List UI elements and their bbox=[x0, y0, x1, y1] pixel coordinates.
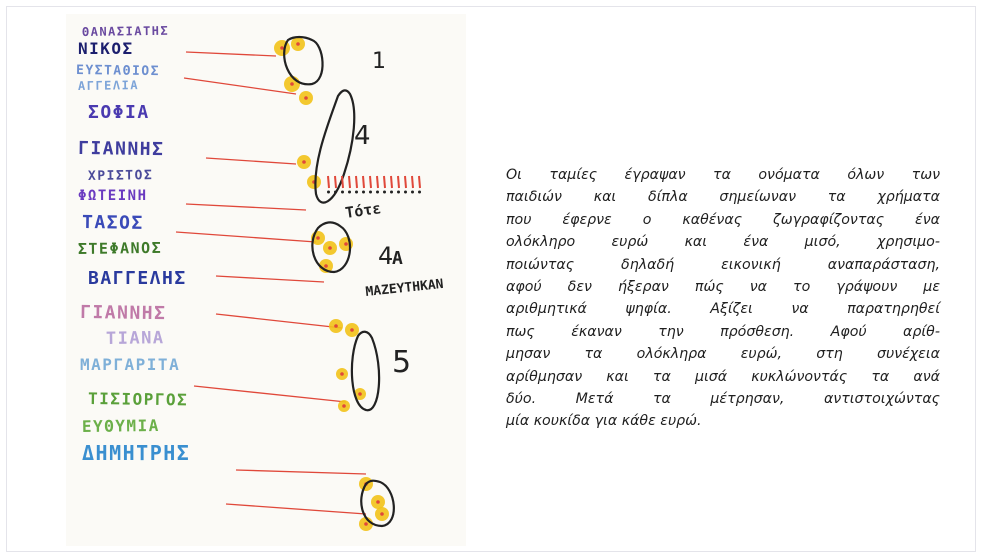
tally-stroke bbox=[362, 175, 365, 189]
tally-stroke bbox=[355, 175, 358, 189]
caption-line: πως έκαναν την πρόσθεση. Αφού αρίθ- bbox=[506, 323, 940, 340]
handwritten-note: Α bbox=[392, 248, 403, 269]
tally-stroke bbox=[404, 175, 407, 189]
child-name: ΣΤΕΦΑΝΟΣ bbox=[78, 239, 162, 258]
caption-line: που έφερνε ο καθένας ζωγραφίζοντας ένα bbox=[506, 211, 940, 228]
counting-loop bbox=[360, 479, 395, 528]
tally-stroke bbox=[376, 175, 379, 189]
connector-line bbox=[215, 275, 325, 283]
tally-stroke bbox=[369, 175, 372, 189]
child-name: ΑΓΓΕΛΙΑ bbox=[78, 78, 139, 93]
tally-stroke bbox=[348, 175, 351, 189]
page-frame bbox=[6, 6, 976, 552]
caption-line: ολόκληρο ευρώ και ένα μισό, χρησιμο- bbox=[506, 234, 940, 251]
caption-line: παιδιών και δίπλα σημείωναν τα χρήματα bbox=[506, 189, 940, 206]
connector-line bbox=[185, 203, 307, 211]
tally-stroke bbox=[334, 175, 337, 189]
caption-line: αριθμητικά ψηφία. Αξίζει να παρατηρηθεί bbox=[506, 301, 940, 318]
child-name: ΓΙΑΝΝΗΣ bbox=[78, 138, 165, 160]
tally-stroke bbox=[341, 175, 344, 189]
handwritten-number: 5 bbox=[392, 345, 411, 380]
caption-line: μησαν τα ολόκληρα ευρώ, στη συνέχεια bbox=[506, 346, 940, 363]
tally-stroke bbox=[411, 175, 414, 189]
connector-line bbox=[225, 503, 367, 515]
child-name: ΤΙΑΝΑ bbox=[106, 328, 165, 349]
caption-line: αρίθμησαν και τα μισά κυκλώνοντάς τα ανά bbox=[506, 368, 940, 385]
connector-line bbox=[175, 231, 317, 243]
counting-loop bbox=[311, 221, 352, 274]
caption-line: αφού δεν ήξεραν πώς να το γράψουν με bbox=[506, 279, 940, 296]
caption-text: Οι ταμίες έγραψαν τα ονόματα όλων των πα… bbox=[506, 164, 940, 433]
connector-line bbox=[185, 51, 277, 57]
child-name: ΦΩΤΕΙΝΗ bbox=[78, 188, 148, 204]
caption-line: ποιώντας δηλαδή εικονική αναπαράσταση, bbox=[506, 256, 940, 273]
caption-line: μία κουκίδα για κάθε ευρώ. bbox=[506, 413, 702, 430]
counting-loop bbox=[314, 89, 356, 204]
child-name: ΤΙΣΙΟΡΓΟΣ bbox=[88, 389, 188, 409]
handwritten-number: 4 bbox=[378, 242, 393, 270]
child-name: ΣΟΦΙΑ bbox=[88, 102, 150, 123]
child-name: ΘΑΝΑΣΙΑΤΗΣ bbox=[82, 24, 169, 39]
child-name: ΤΑΣΟΣ bbox=[82, 212, 144, 234]
tally-stroke bbox=[327, 175, 330, 189]
child-name: ΜΑΡΓΑΡΙΤΑ bbox=[80, 355, 180, 374]
handwritten-number: 1 bbox=[372, 49, 386, 74]
tally-stroke bbox=[418, 175, 421, 189]
handwritten-number: 4 bbox=[354, 121, 371, 151]
child-name: ΕΥΣΤΑΘΙΟΣ bbox=[76, 63, 160, 79]
child-name: ΕΥΘΥΜΙΑ bbox=[82, 416, 160, 436]
connector-line bbox=[193, 385, 347, 403]
counting-loop bbox=[350, 330, 381, 412]
tally-stroke bbox=[390, 175, 393, 189]
caption-line: Οι ταμίες έγραψαν τα ονόματα όλων των bbox=[506, 167, 940, 183]
child-name: ΒΑΓΓΕΛΗΣ bbox=[88, 268, 187, 289]
connector-line bbox=[183, 77, 297, 95]
counting-loop bbox=[283, 35, 324, 86]
caption-line: δύο. Μετά τα μέτρησαν, αντιστοιχώντας bbox=[506, 391, 940, 408]
child-name: ΔΗΜΗΤΡΗΣ bbox=[82, 441, 190, 465]
tally-stroke bbox=[397, 175, 400, 189]
child-name: ΝΙΚΟΣ bbox=[78, 39, 134, 58]
tally-stroke bbox=[383, 175, 386, 189]
connector-line bbox=[205, 157, 297, 165]
connector-line bbox=[235, 469, 367, 475]
connector-line bbox=[215, 313, 343, 329]
handwritten-note: Τότε bbox=[344, 199, 382, 222]
child-name: ΧΡΙΣΤΟΣ bbox=[88, 168, 153, 184]
child-name: ΓΙΑΝΝΗΣ bbox=[80, 302, 167, 324]
